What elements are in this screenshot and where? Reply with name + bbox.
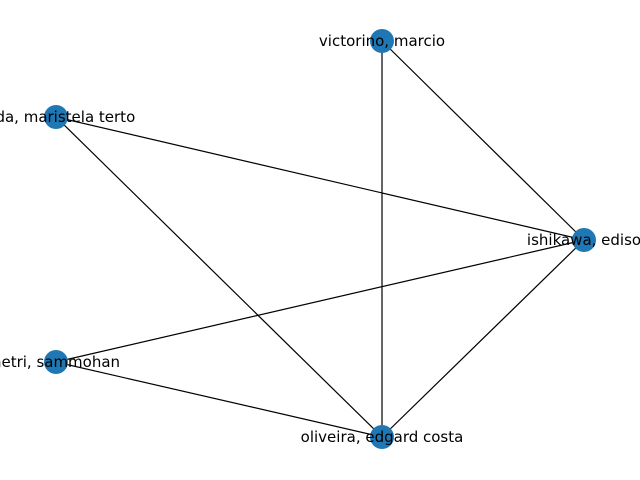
edges-layer	[55, 40, 585, 438]
edge-ishikawa-chhetri	[55, 239, 585, 363]
labels-layer: victorino, marcio anda, maristela terto is…	[0, 32, 640, 446]
edge-victorino-ishikawa	[381, 40, 585, 241]
node-label-chhetri: hetri, sammohan	[0, 353, 120, 371]
node-label-oliveira: oliveira, edgard costa	[301, 428, 464, 446]
node-miranda	[44, 105, 68, 129]
edge-chhetri-oliveira	[55, 361, 383, 438]
node-label-victorino: victorino, marcio	[319, 32, 445, 50]
node-ishikawa	[572, 228, 596, 252]
nodes-layer	[44, 29, 596, 449]
node-victorino	[370, 29, 394, 53]
edge-miranda-ishikawa	[55, 116, 585, 241]
edge-ishikawa-oliveira	[381, 239, 585, 438]
node-oliveira	[370, 425, 394, 449]
node-label-ishikawa: ishikawa, ediso	[527, 231, 640, 249]
node-label-miranda: anda, maristela terto	[0, 108, 135, 126]
node-chhetri	[44, 350, 68, 374]
edge-miranda-oliveira	[55, 116, 383, 438]
